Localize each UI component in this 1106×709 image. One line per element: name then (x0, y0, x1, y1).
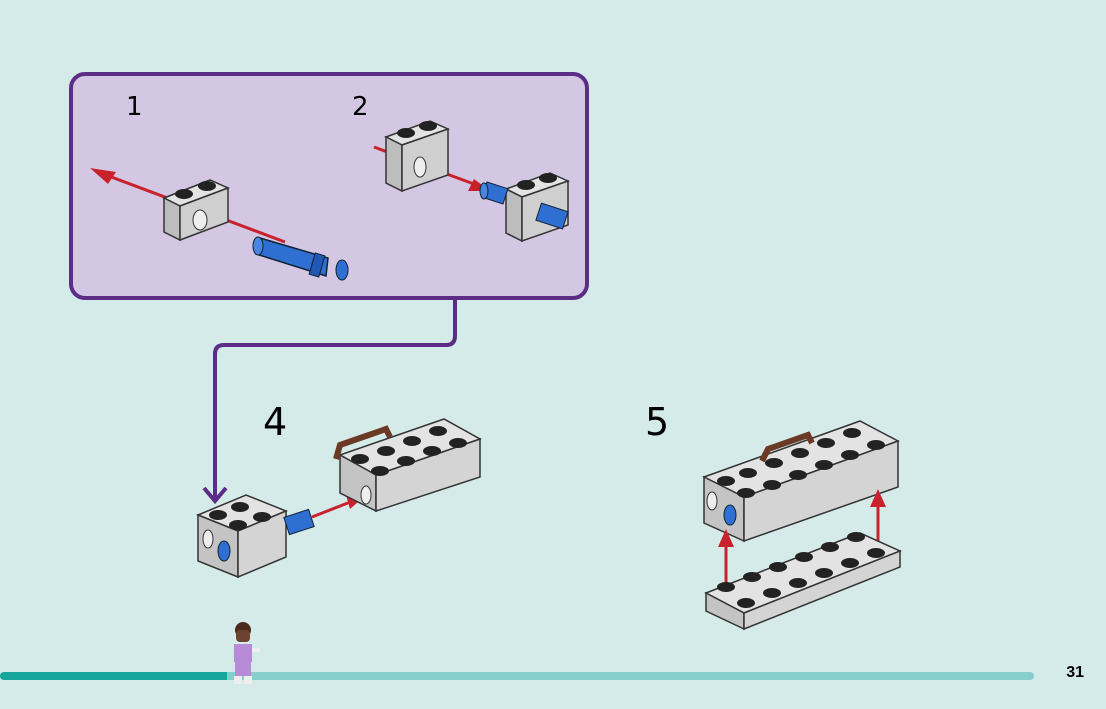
substep-2-illustration (373, 120, 571, 243)
substep-number-2: 2 (352, 92, 369, 122)
grey-brick-icon (384, 120, 451, 193)
blue-pin-icon (283, 508, 315, 536)
blue-pin-icon (479, 181, 569, 230)
grey-brick-icon (702, 420, 900, 543)
grey-brick-icon (162, 179, 230, 242)
grey-brick-icon (196, 494, 288, 579)
step-4-illustration (196, 418, 482, 579)
minifigure-icon (234, 622, 260, 684)
step-number-5: 5 (645, 400, 670, 444)
substep-panel (69, 72, 589, 300)
step-5-illustration (702, 420, 902, 631)
grey-brick-icon (333, 418, 482, 513)
grey-plate-icon (704, 532, 902, 631)
blue-pin-icon (252, 236, 349, 281)
substep-number-1: 1 (126, 92, 143, 122)
grey-brick-icon (504, 172, 571, 243)
progress-bar (0, 672, 1034, 680)
progress-fill (0, 672, 228, 680)
page-number: 31 (1066, 664, 1084, 681)
step-number-4: 4 (263, 400, 288, 444)
substep-1-illustration (90, 168, 349, 281)
